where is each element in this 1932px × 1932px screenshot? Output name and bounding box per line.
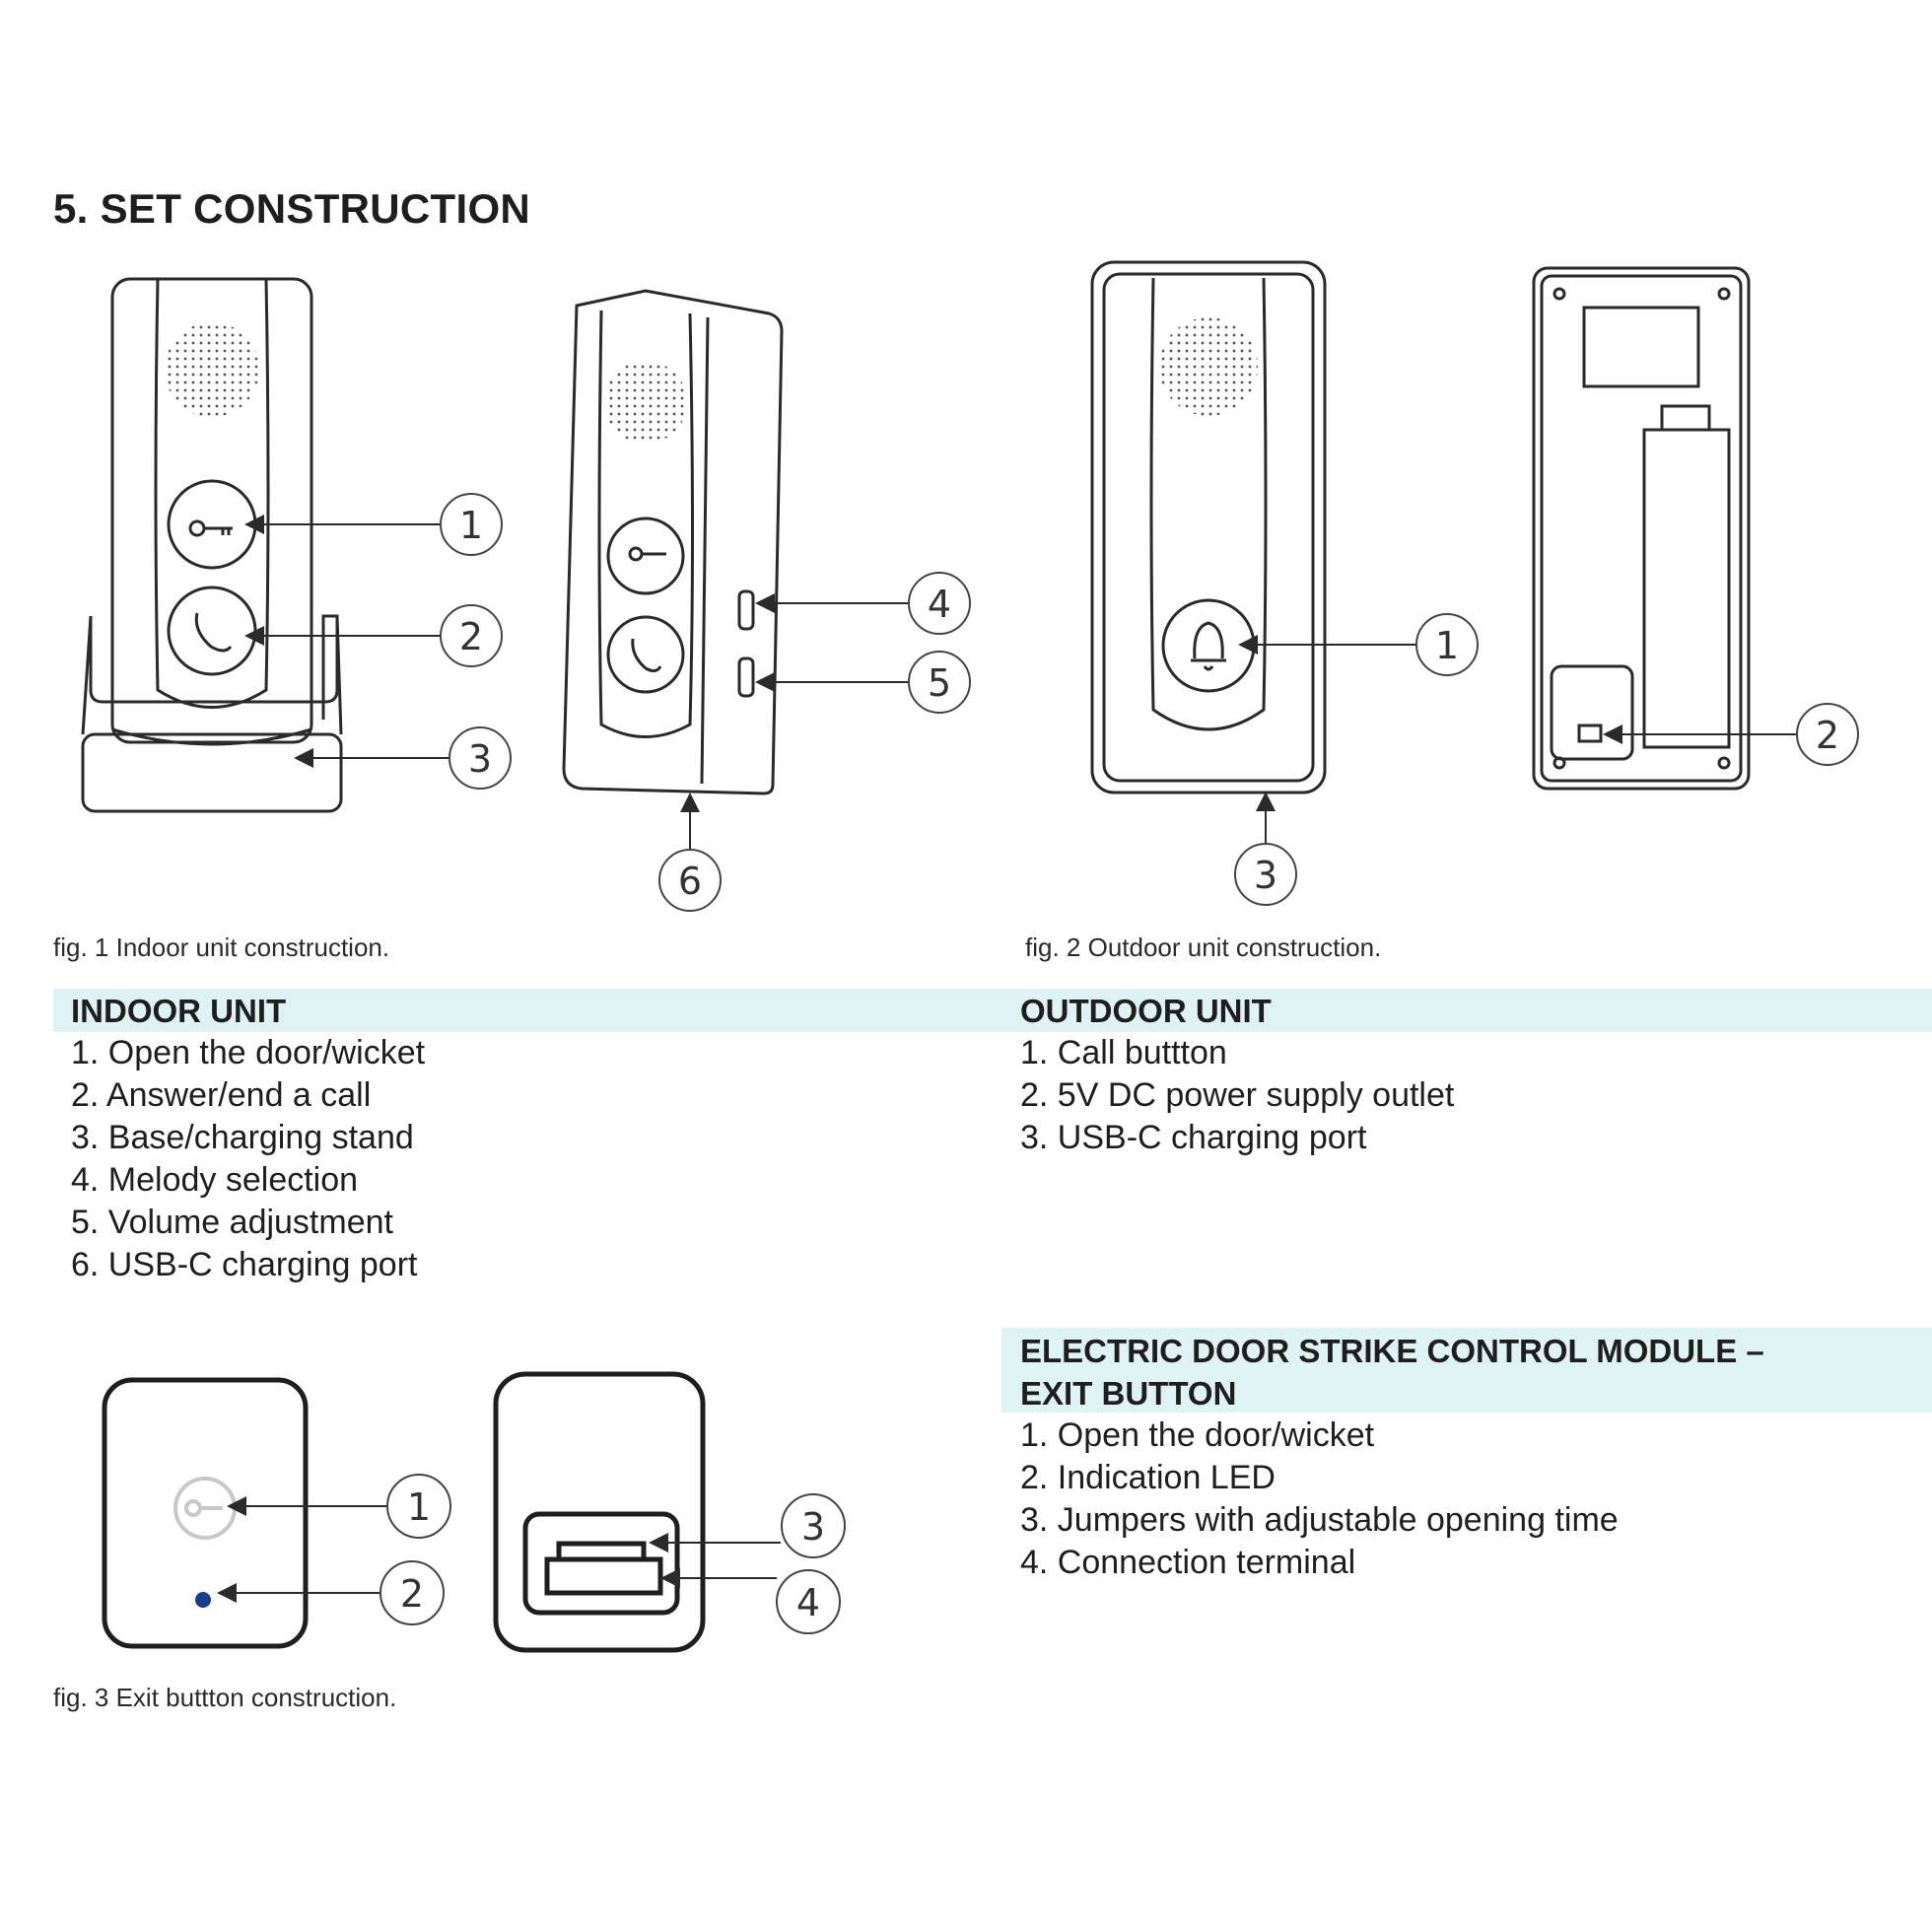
svg-text:3: 3: [468, 737, 492, 781]
indoor-unit-title: INDOOR UNIT: [71, 993, 287, 1029]
indication-led: [195, 1592, 211, 1608]
list-item: 3. Base/charging stand: [71, 1119, 414, 1156]
fig1-callout-6: 6: [658, 849, 722, 912]
list-item: 1. Open the door/wicket: [1020, 1416, 1375, 1454]
exit-button-list: 1. Open the door/wicket 2. Indication LE…: [1020, 1414, 1619, 1584]
indoor-unit-list: 1. Open the door/wicket 2. Answer/end a …: [71, 1032, 425, 1286]
outdoor-unit-list: 1. Call buttton 2. 5V DC power supply ou…: [1020, 1032, 1454, 1159]
fig1-callout-3: 3: [448, 726, 512, 790]
list-item: 1. Call buttton: [1020, 1034, 1227, 1071]
list-item: 1. Open the door/wicket: [71, 1034, 426, 1071]
list-item: 2. 5V DC power supply outlet: [1020, 1076, 1455, 1114]
list-item: 2. Indication LED: [1020, 1459, 1276, 1496]
outdoor-unit-back: [1532, 266, 1751, 791]
svg-text:3: 3: [1254, 854, 1277, 897]
list-item: 3. USB-C charging port: [1020, 1119, 1367, 1156]
svg-text:1: 1: [407, 1485, 431, 1529]
svg-text:2: 2: [459, 615, 483, 658]
svg-text:6: 6: [678, 860, 702, 903]
outdoor-unit-title: OUTDOOR UNIT: [1020, 993, 1272, 1029]
svg-text:4: 4: [796, 1581, 820, 1624]
list-item: 3. Jumpers with adjustable opening time: [1020, 1501, 1619, 1539]
svg-text:2: 2: [1816, 714, 1839, 757]
list-item: 5. Volume adjustment: [71, 1204, 393, 1241]
exit-button-title-line2: EXIT BUTTON: [1020, 1375, 1237, 1412]
fig2-callout-1: 1: [1415, 613, 1479, 676]
list-item: 6. USB-C charging port: [71, 1246, 418, 1283]
fig3-caption: fig. 3 Exit buttton construction.: [53, 1683, 397, 1712]
fig1-callout-5: 5: [908, 651, 971, 714]
fig1-callout-1: 1: [440, 493, 503, 556]
indoor-handset-side: [562, 289, 784, 795]
fig2-callout-3: 3: [1234, 843, 1297, 906]
list-item: 4. Melody selection: [71, 1161, 359, 1199]
fig1-callout-2: 2: [440, 604, 503, 667]
fig2-callout-2: 2: [1796, 703, 1859, 766]
fig3-callout-1: 1: [386, 1474, 451, 1539]
svg-text:5: 5: [928, 661, 951, 705]
svg-text:2: 2: [400, 1572, 424, 1616]
indoor-handset-front: [81, 277, 343, 813]
exit-button-header-band: [1001, 1328, 1932, 1413]
exit-button-title-line1: ELECTRIC DOOR STRIKE CONTROL MODULE –: [1020, 1333, 1764, 1369]
fig3-exit-button-diagram: 1 2 3 4: [102, 1371, 846, 1653]
outdoor-unit-front: [1090, 260, 1327, 794]
svg-text:1: 1: [1435, 624, 1459, 667]
section-title: 5. SET CONSTRUCTION: [53, 185, 531, 232]
exit-button-back: [493, 1371, 706, 1653]
fig1-caption: fig. 1 Indoor unit construction.: [53, 932, 390, 962]
fig2-caption: fig. 2 Outdoor unit construction.: [1025, 932, 1382, 962]
list-item: 2. Answer/end a call: [71, 1076, 372, 1114]
fig1-callout-4: 4: [908, 572, 971, 635]
exit-button-front: [102, 1377, 309, 1649]
svg-text:4: 4: [928, 583, 951, 626]
fig3-callout-4: 4: [776, 1569, 841, 1634]
svg-text:1: 1: [459, 504, 483, 547]
fig3-callout-2: 2: [380, 1560, 445, 1625]
svg-text:3: 3: [801, 1505, 825, 1549]
list-item: 4. Connection terminal: [1020, 1544, 1356, 1581]
fig1-indoor-unit-diagram: 1 2 3 4 5 6: [81, 277, 971, 912]
fig2-outdoor-unit-diagram: 1 3 2: [1090, 260, 1859, 906]
exit-button-key-icon: [173, 1477, 237, 1540]
indoor-outdoor-header-band: [53, 989, 1932, 1032]
fig3-callout-3: 3: [781, 1493, 846, 1558]
